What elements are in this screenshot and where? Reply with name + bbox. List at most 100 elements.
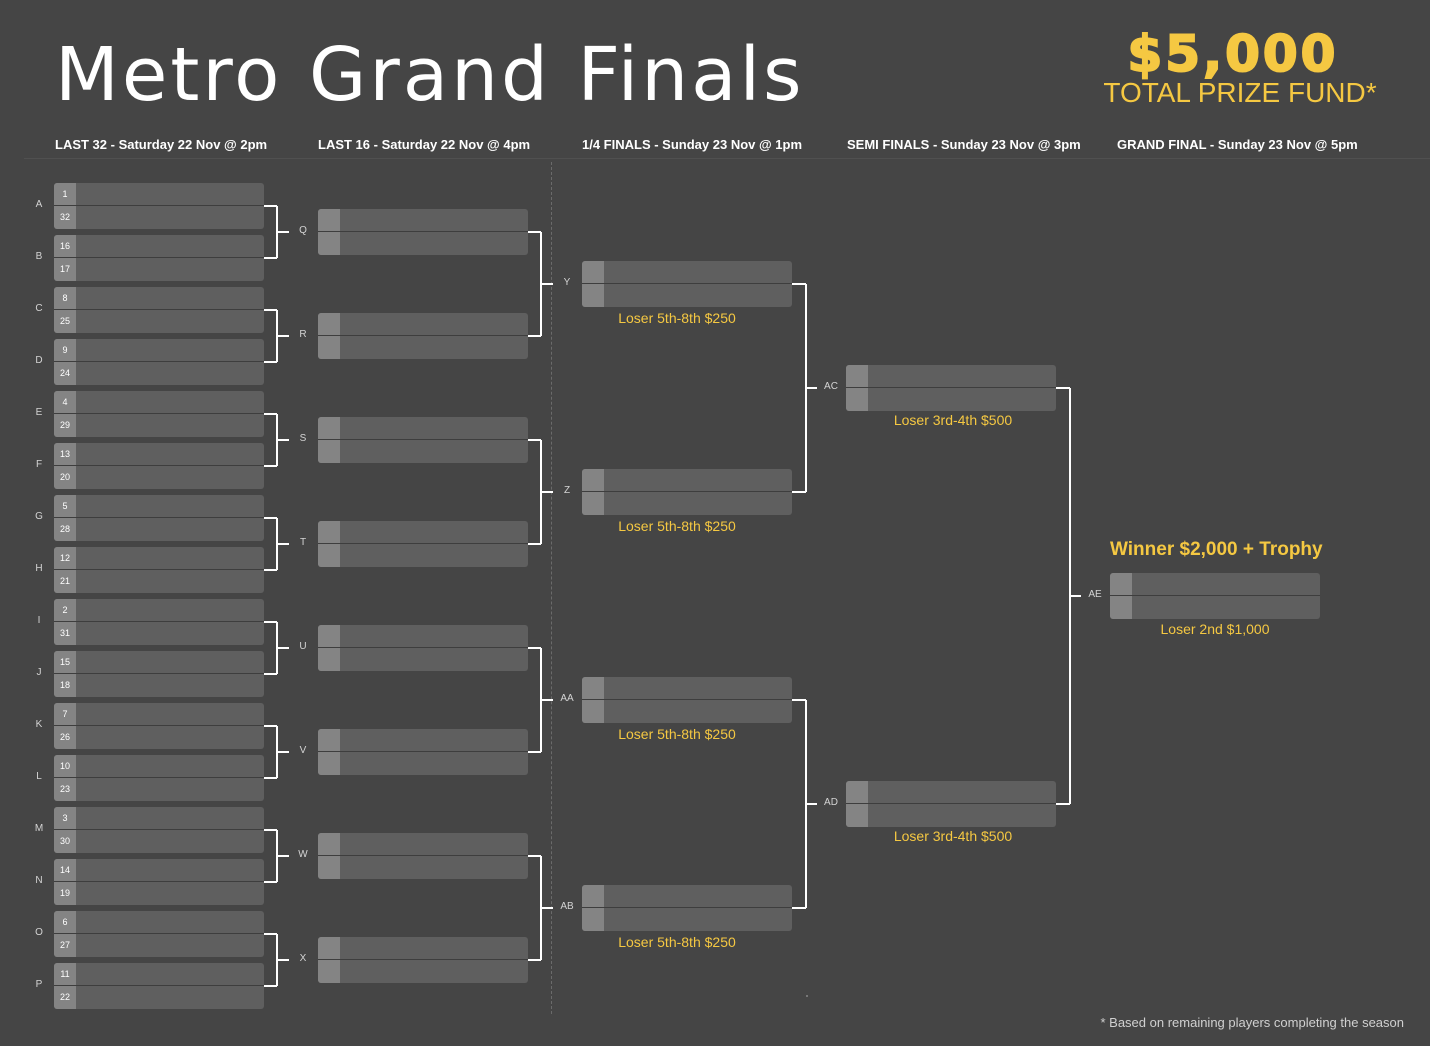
match-last32[interactable]: 10 23 xyxy=(54,755,264,801)
match-label-last16: Q xyxy=(299,225,307,236)
loser-prize-caption: Loser 5th-8th $250 xyxy=(618,726,736,742)
seed-bottom: 21 xyxy=(59,576,70,586)
prize-amount: $5,000 xyxy=(1127,24,1339,84)
seed-bottom: 29 xyxy=(59,420,70,430)
seed-strip xyxy=(846,365,868,411)
slot-separator xyxy=(54,517,264,518)
slot-separator xyxy=(54,829,264,830)
seed-top: 5 xyxy=(62,501,68,511)
match-label-last32: C xyxy=(35,303,43,314)
loser-prize-caption: Loser 5th-8th $250 xyxy=(618,518,736,534)
match-grand-final[interactable] xyxy=(1110,573,1320,619)
seed-top: 6 xyxy=(62,917,68,927)
match-quarter-final[interactable] xyxy=(582,469,792,515)
slot-separator xyxy=(54,413,264,414)
seed-bottom: 19 xyxy=(59,888,70,898)
slot-separator xyxy=(54,569,264,570)
match-label-semi-final: AD xyxy=(824,797,838,808)
match-last16[interactable] xyxy=(318,417,528,463)
seed-strip xyxy=(54,599,76,645)
slot-separator xyxy=(54,933,264,934)
match-last16[interactable] xyxy=(318,209,528,255)
seed-strip xyxy=(54,911,76,957)
stray-dot xyxy=(806,995,808,997)
match-last16[interactable] xyxy=(318,729,528,775)
match-quarter-final[interactable] xyxy=(582,261,792,307)
seed-strip xyxy=(318,313,340,359)
seed-top: 3 xyxy=(62,813,68,823)
seed-bottom: 27 xyxy=(59,940,70,950)
seed-strip xyxy=(54,339,76,385)
round-header-last16: LAST 16 - Saturday 22 Nov @ 4pm xyxy=(318,137,531,152)
seed-top: 16 xyxy=(59,241,70,251)
seed-strip xyxy=(318,833,340,879)
seed-strip xyxy=(54,807,76,853)
seed-strip xyxy=(54,859,76,905)
match-quarter-final[interactable] xyxy=(582,885,792,931)
seed-strip xyxy=(582,677,604,723)
seed-bottom: 23 xyxy=(59,784,70,794)
match-label-last32: M xyxy=(34,823,44,834)
seed-strip xyxy=(318,209,340,255)
slot-separator xyxy=(54,673,264,674)
seed-strip xyxy=(54,651,76,697)
seed-strip xyxy=(54,495,76,541)
seed-bottom: 26 xyxy=(59,732,70,742)
match-semi-final[interactable] xyxy=(846,781,1056,827)
match-last16[interactable] xyxy=(318,625,528,671)
seed-strip xyxy=(54,183,76,229)
match-last32[interactable]: 14 19 xyxy=(54,859,264,905)
slot-separator xyxy=(318,959,528,960)
match-last32[interactable]: 1 32 xyxy=(54,183,264,229)
slot-separator xyxy=(582,907,792,908)
match-last32[interactable]: 7 26 xyxy=(54,703,264,749)
seed-bottom: 32 xyxy=(59,212,70,222)
seed-strip xyxy=(582,885,604,931)
match-label-grand-final: AE xyxy=(1088,589,1102,600)
seed-strip xyxy=(54,547,76,593)
match-last16[interactable] xyxy=(318,313,528,359)
seed-strip xyxy=(54,287,76,333)
seed-top: 9 xyxy=(62,345,68,355)
match-last16[interactable] xyxy=(318,521,528,567)
seed-top: 1 xyxy=(62,189,68,199)
match-semi-final[interactable] xyxy=(846,365,1056,411)
seed-bottom: 17 xyxy=(59,264,70,274)
slot-separator xyxy=(318,335,528,336)
slot-separator xyxy=(54,777,264,778)
seed-top: 7 xyxy=(62,709,68,719)
match-label-last16: R xyxy=(299,329,307,340)
match-label-last32: N xyxy=(35,875,43,886)
match-last32[interactable]: 6 27 xyxy=(54,911,264,957)
slot-separator xyxy=(54,881,264,882)
match-label-last32: K xyxy=(35,719,43,730)
match-label-last32: A xyxy=(35,199,43,210)
match-label-last16: V xyxy=(299,745,307,756)
seed-top: 14 xyxy=(59,865,70,875)
match-last16[interactable] xyxy=(318,833,528,879)
match-last16[interactable] xyxy=(318,937,528,983)
seed-strip xyxy=(54,235,76,281)
slot-separator xyxy=(318,543,528,544)
seed-top: 10 xyxy=(59,761,70,771)
seed-strip xyxy=(318,417,340,463)
slot-separator xyxy=(318,231,528,232)
match-label-last32: E xyxy=(35,407,43,418)
seed-top: 2 xyxy=(62,605,68,615)
match-quarter-final[interactable] xyxy=(582,677,792,723)
slot-separator xyxy=(318,439,528,440)
match-label-last32: B xyxy=(35,251,43,262)
seed-bottom: 20 xyxy=(59,472,70,482)
